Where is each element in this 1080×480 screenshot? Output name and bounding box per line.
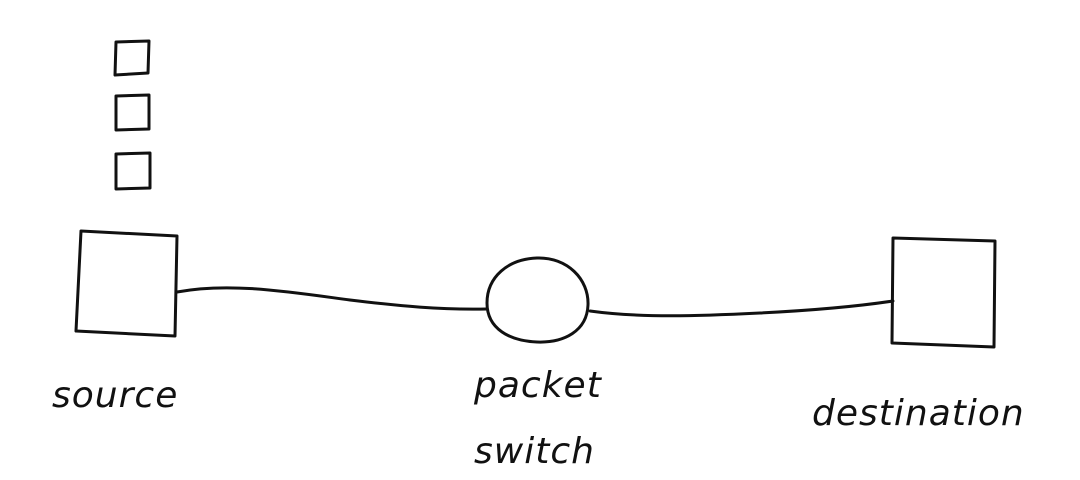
link-switch-to-destination	[588, 299, 895, 318]
packet-switch-label-line2: switch	[474, 431, 595, 472]
destination-label: destination	[812, 393, 1025, 434]
source-node	[74, 229, 179, 338]
packet-switch-node	[485, 256, 590, 344]
queued-packet	[114, 93, 151, 132]
link-source-to-switch	[175, 286, 489, 311]
packet-queue	[113, 39, 152, 191]
destination-node	[890, 236, 997, 349]
queued-packet	[113, 39, 151, 77]
packet-switch-label-line1: packet	[474, 365, 602, 406]
queued-packet	[114, 151, 152, 191]
source-label: source	[52, 375, 179, 416]
